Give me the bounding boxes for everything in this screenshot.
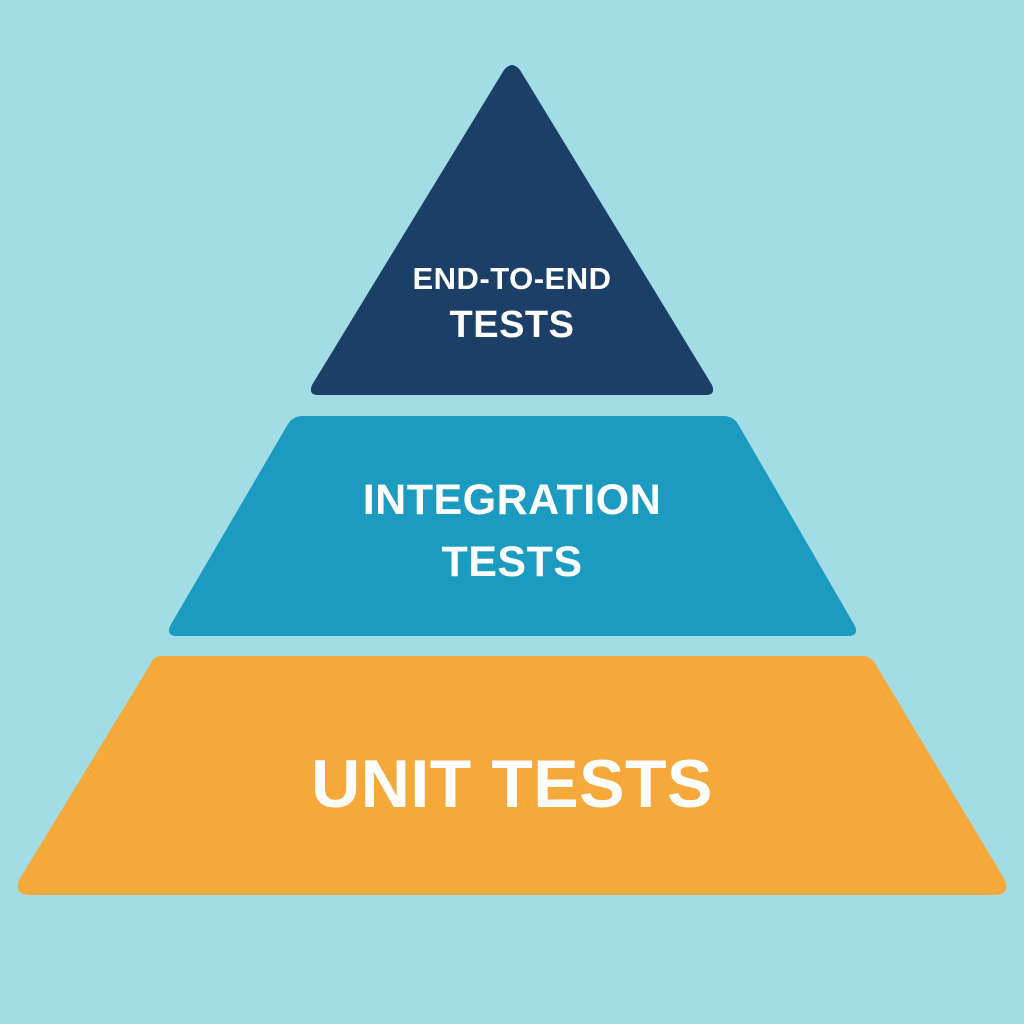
end-to-end-tests-label: END-TO-END TESTS — [0, 263, 1024, 344]
label-line: INTEGRATION — [362, 476, 662, 524]
label-line: TESTS — [441, 538, 583, 586]
label-line: TESTS — [449, 304, 575, 346]
integration-tests-label: INTEGRATION TESTS — [0, 479, 1024, 584]
unit-tests-label: UNIT TESTS — [0, 750, 1024, 818]
pyramid-level-integration — [168, 416, 857, 636]
pyramid-level-end-to-end — [310, 65, 714, 395]
pyramid-level-unit — [17, 656, 1007, 895]
label-line: UNIT TESTS — [311, 746, 713, 822]
label-line: END-TO-END — [412, 261, 612, 296]
